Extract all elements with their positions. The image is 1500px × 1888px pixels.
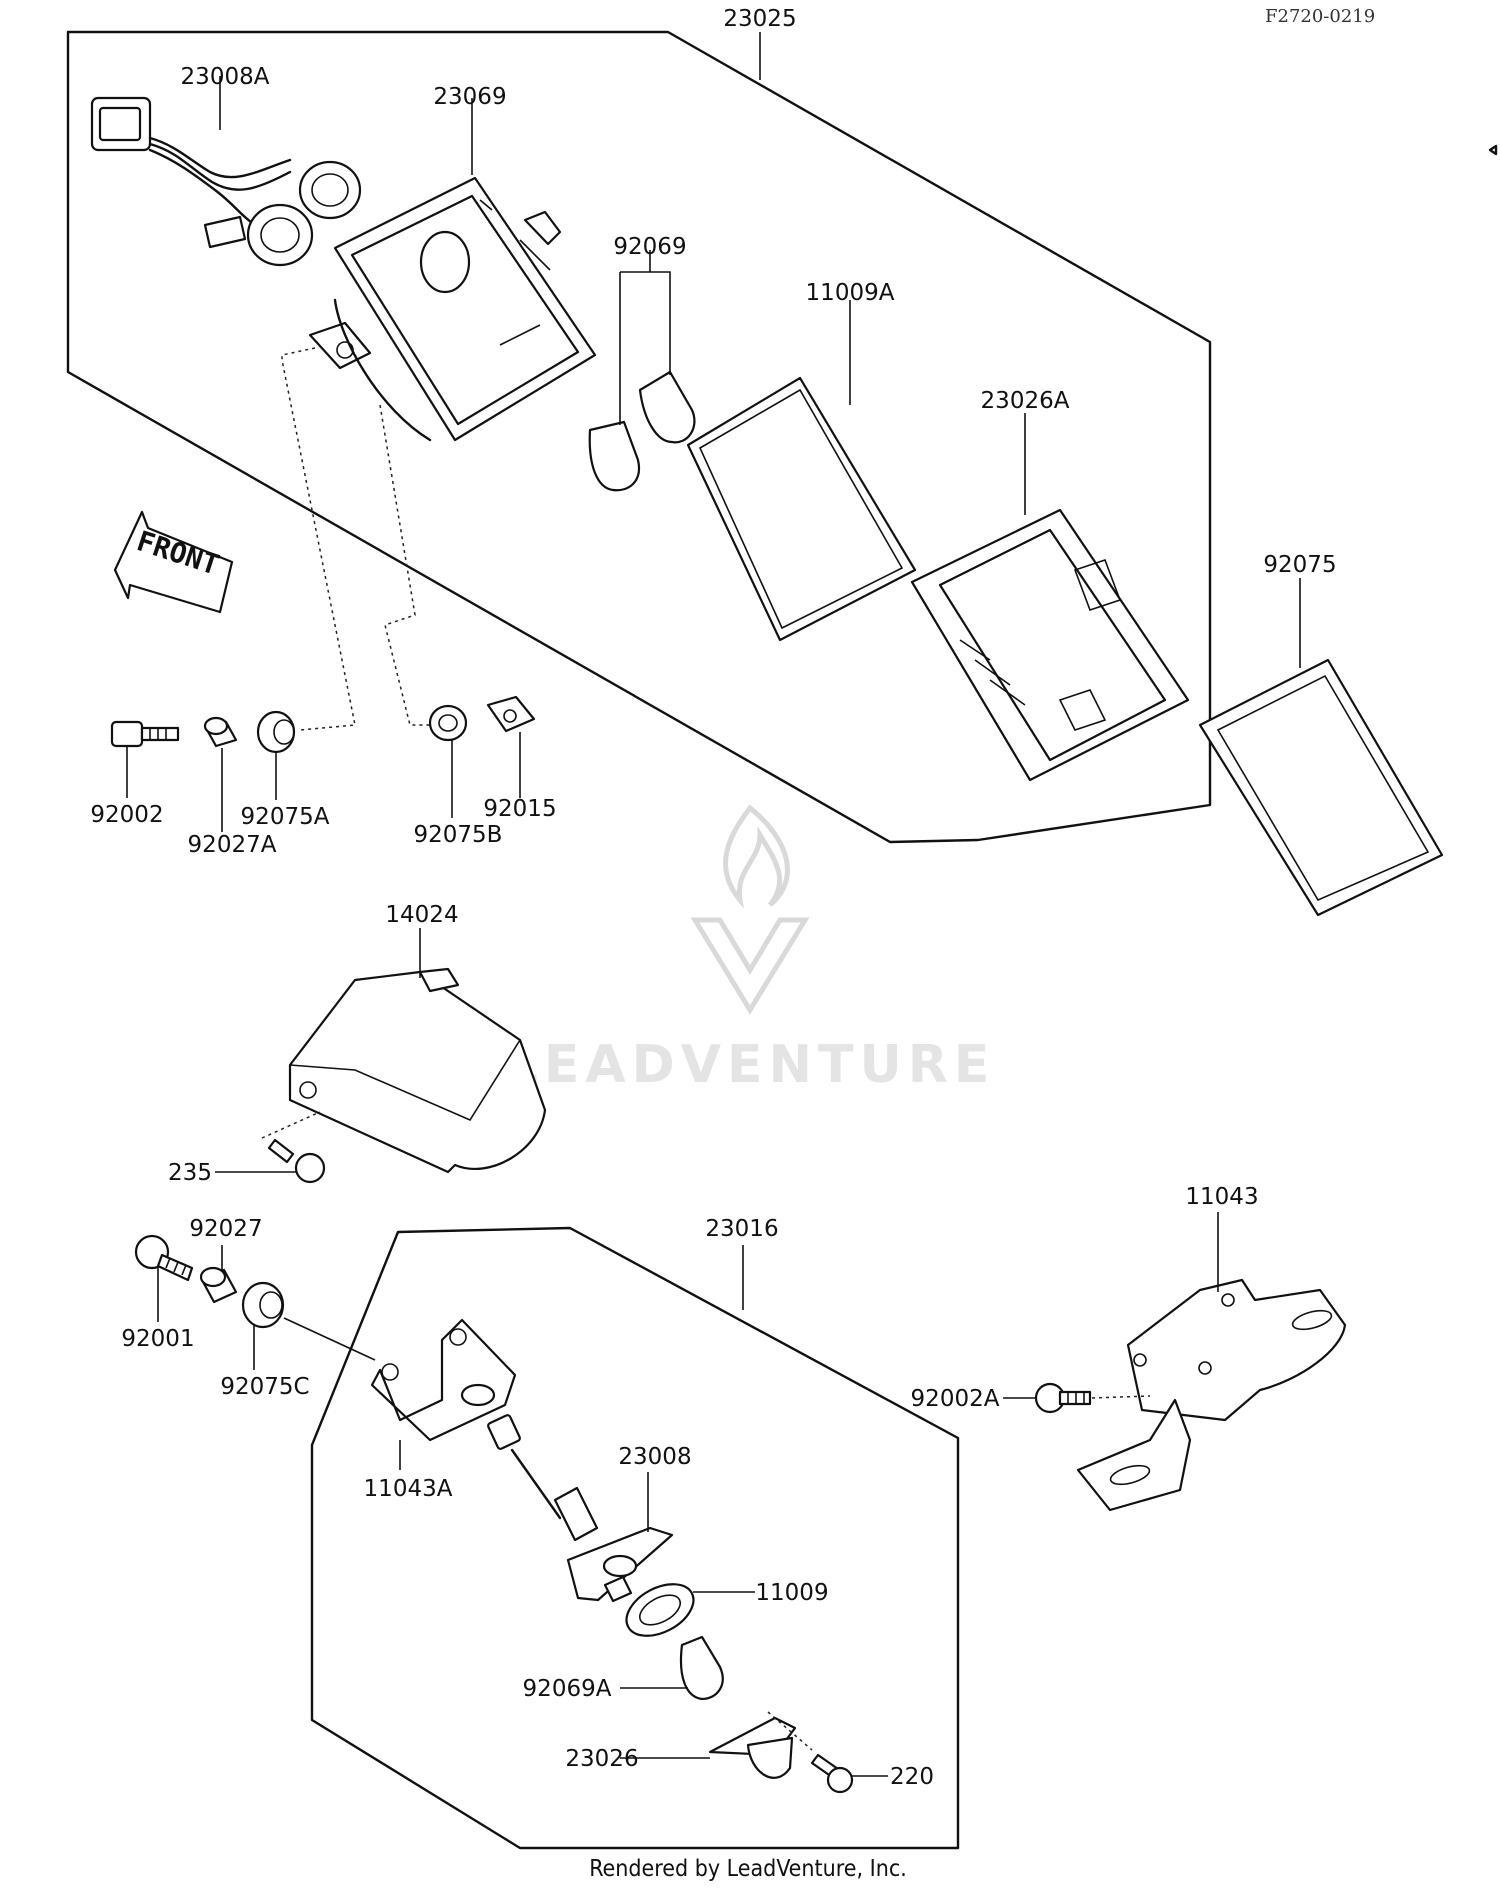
dashed-line-235	[261, 1111, 321, 1139]
leader-92069	[619, 250, 671, 425]
callout-92069A: 92069A	[523, 1676, 612, 1702]
callout-23026: 23026	[565, 1746, 638, 1772]
callout-92075A: 92075A	[241, 804, 330, 830]
screw-235	[267, 1138, 326, 1184]
callout-23069: 23069	[433, 84, 506, 110]
socket-23008	[487, 1414, 674, 1603]
grommet-92075B	[428, 704, 468, 742]
callout-235: 235	[168, 1160, 212, 1186]
lens-23026A	[910, 508, 1190, 782]
callout-92075B: 92075B	[414, 822, 503, 848]
callout-92027: 92027	[189, 1216, 262, 1242]
nut-92015	[486, 695, 536, 733]
callout-23016: 23016	[705, 1216, 778, 1242]
dashed-line-b	[379, 404, 435, 726]
dashed-line-92002A	[1091, 1395, 1151, 1399]
callout-23026A: 23026A	[981, 388, 1070, 414]
gasket-11009A	[686, 376, 917, 642]
callout-92069: 92069	[613, 234, 686, 260]
collar-92027	[199, 1266, 238, 1304]
bolt-92002	[110, 720, 180, 748]
bracket-11043A	[370, 1318, 517, 1442]
dashed-line-220	[767, 1711, 813, 1751]
callout-92002: 92002	[90, 802, 163, 828]
front-direction-indicator: FRONT	[113, 510, 234, 614]
collar-92027A	[203, 716, 238, 748]
callout-11043: 11043	[1185, 1184, 1258, 1210]
bolt-92002A	[1034, 1382, 1092, 1414]
gasket-11009	[625, 1583, 695, 1637]
callout-220: 220	[890, 1764, 934, 1790]
leader-92075C-link	[283, 1317, 376, 1361]
lamp-housing-23069	[308, 176, 597, 442]
screw-220	[810, 1753, 854, 1794]
callout-92002A: 92002A	[911, 1386, 1000, 1412]
dashed-line-a	[281, 347, 356, 731]
callout-92075: 92075	[1263, 552, 1336, 578]
gasket-92075	[1198, 658, 1444, 917]
watermark-text: LEADVENTURE	[505, 1035, 996, 1095]
callout-11009A: 11009A	[806, 280, 895, 306]
callout-23008: 23008	[618, 1444, 691, 1470]
callout-23025: 23025	[723, 6, 796, 32]
callout-92075C: 92075C	[220, 1374, 309, 1400]
wire-harness-23008A	[90, 96, 362, 267]
edge-mark	[1488, 144, 1498, 156]
callout-11043A: 11043A	[364, 1476, 453, 1502]
group-outline-23016	[310, 1226, 960, 1850]
callout-11009: 11009	[755, 1580, 828, 1606]
bulbs-92069	[588, 370, 696, 492]
callout-92027A: 92027A	[188, 832, 277, 858]
grommet-92075C	[241, 1281, 285, 1329]
bolt-92001	[134, 1234, 194, 1282]
callout-14024: 14024	[385, 902, 458, 928]
callout-23008A: 23008A	[181, 64, 270, 90]
bracket-11043	[1076, 1278, 1347, 1512]
group-outline-23025	[66, 30, 1212, 844]
footer-credit: Rendered by LeadVenture, Inc.	[589, 1856, 907, 1882]
callout-92015: 92015	[483, 796, 556, 822]
diagram-ref-code: F2720-0219	[1265, 6, 1375, 27]
grommet-92075A	[256, 710, 296, 754]
callout-92001: 92001	[121, 1326, 194, 1352]
lens-23026	[708, 1716, 797, 1779]
leadventure-watermark: LEADVENTURE	[505, 804, 996, 1095]
bulb-92069A	[679, 1635, 724, 1701]
cover-14024	[288, 967, 547, 1174]
